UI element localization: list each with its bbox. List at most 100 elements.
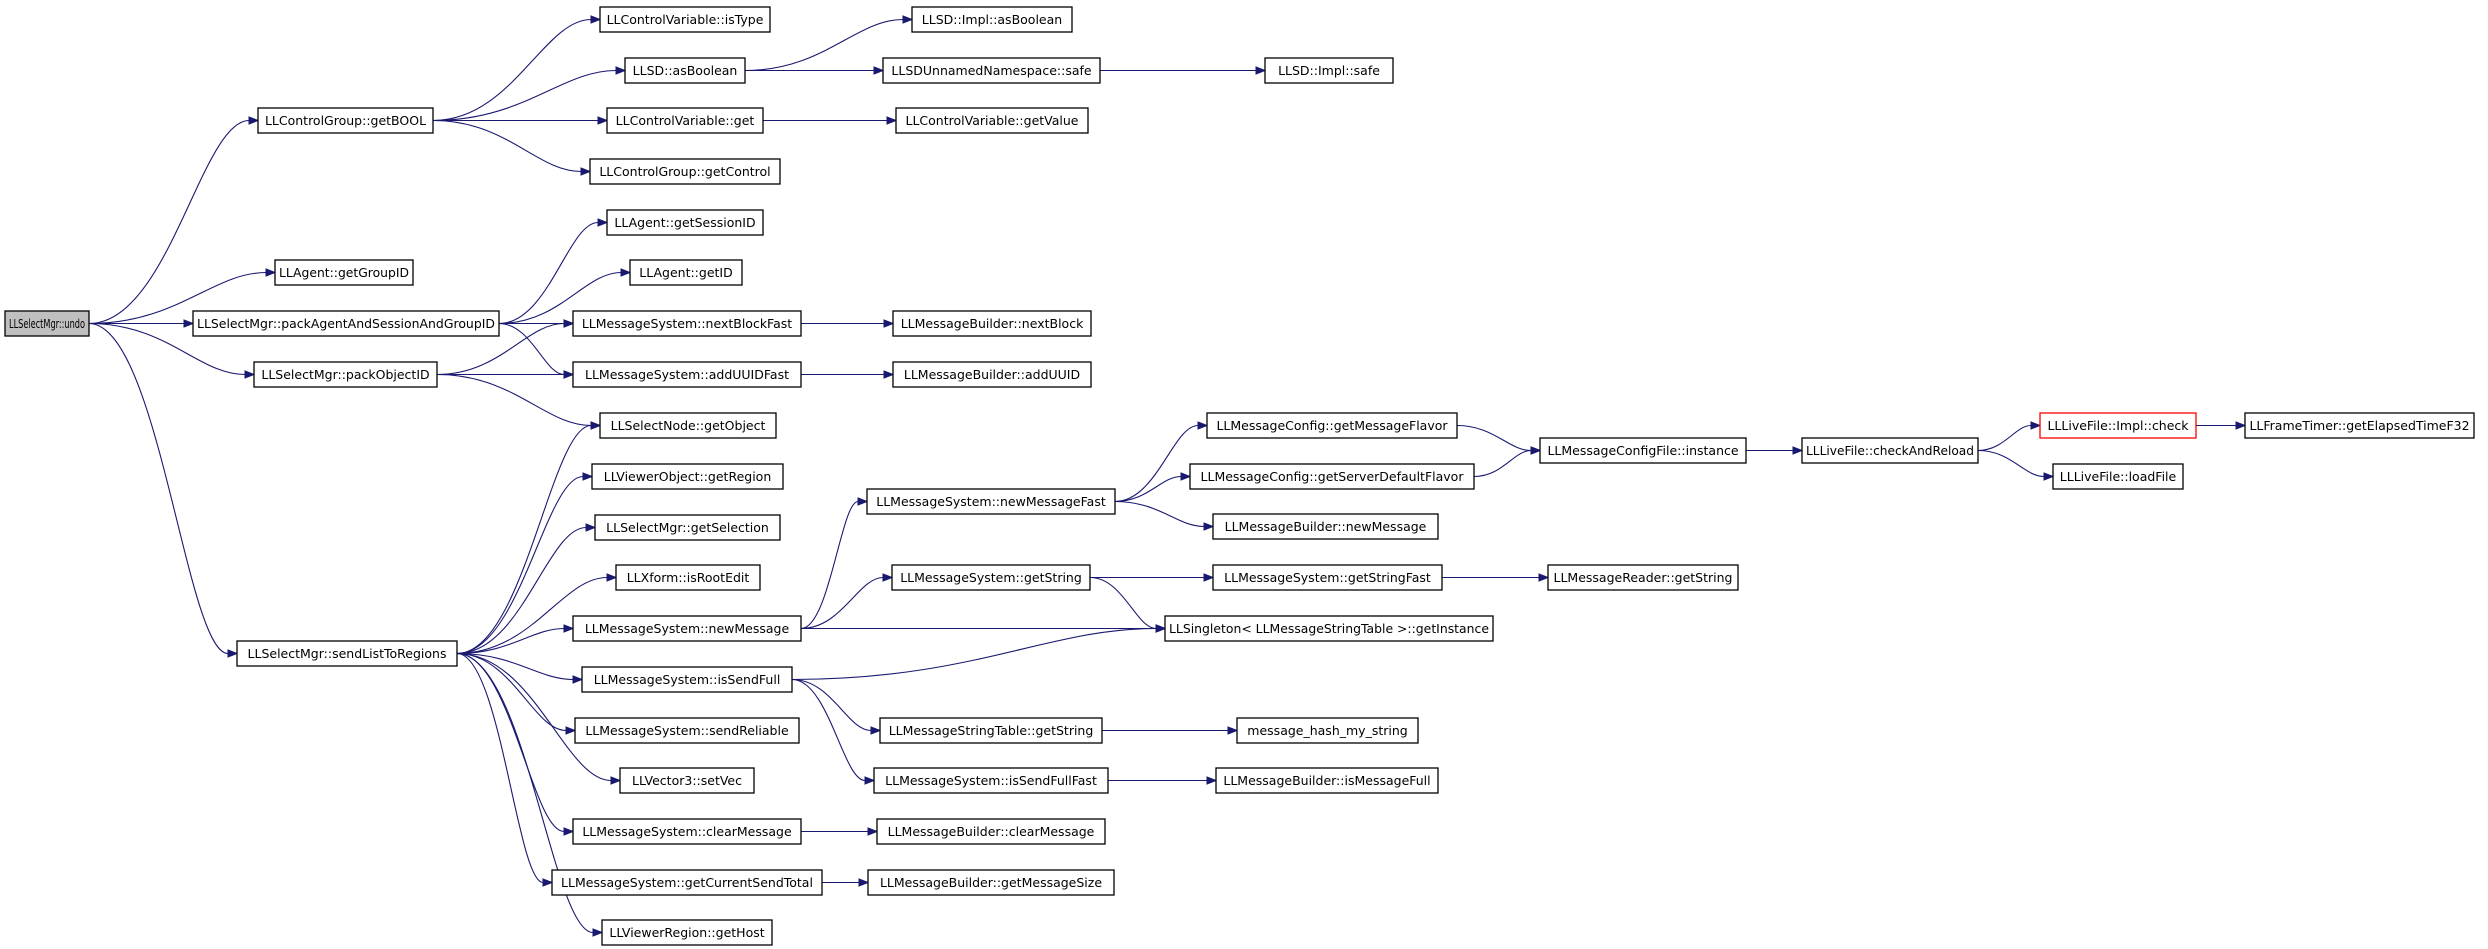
function-node-configFileInstance[interactable]: LLMessageConfigFile::instance (1539, 437, 1747, 464)
node-box (551, 869, 823, 896)
function-node-hashString[interactable]: message_hash_my_string (1236, 717, 1419, 744)
function-node-cvGetValue[interactable]: LLControlVariable::getValue (895, 107, 1089, 134)
function-node-mstGetString[interactable]: LLMessageStringTable::getString (879, 717, 1103, 744)
function-node-sdAsBoolean[interactable]: LLSD::asBoolean (624, 57, 746, 84)
node-label: LLControlGroup::getBOOL (265, 113, 426, 128)
node-box (1215, 767, 1439, 794)
call-edge-msGetString-to-singleton (1089, 576, 1167, 633)
node-box (1801, 437, 1979, 464)
edge-line (1977, 449, 2045, 478)
node-box (892, 310, 1092, 337)
function-node-clearMessage[interactable]: LLMessageSystem::clearMessage (572, 818, 802, 845)
function-node-mbClearMessage[interactable]: LLMessageBuilder::clearMessage (876, 818, 1106, 845)
function-node-newMessage[interactable]: LLMessageSystem::newMessage (572, 615, 802, 642)
node-label: LLViewerObject::getRegion (604, 469, 772, 484)
function-node-packAgent[interactable]: LLSelectMgr::packAgentAndSessionAndGroup… (192, 310, 500, 337)
function-node-getMessageFlavor[interactable]: LLMessageConfig::getMessageFlavor (1206, 412, 1458, 439)
function-node-mbAddUUID[interactable]: LLMessageBuilder::addUUID (892, 361, 1092, 388)
function-node-getCurrentSendTotal[interactable]: LLMessageSystem::getCurrentSendTotal (551, 869, 823, 896)
call-edge-sendList-to-getCurrentSendTotal (456, 652, 554, 887)
edge-line (432, 119, 582, 173)
call-edge-packAgent-to-getSessionID (498, 218, 609, 325)
function-node-getRegion[interactable]: LLViewerObject::getRegion (591, 463, 784, 490)
arrowhead-icon (597, 116, 609, 125)
function-node-sendList[interactable]: LLSelectMgr::sendListToRegions (236, 640, 458, 667)
function-node-mbIsMessageFull[interactable]: LLMessageBuilder::isMessageFull (1215, 767, 1439, 794)
node-box (1212, 513, 1439, 540)
call-edge-sendList-to-isSendFull (456, 652, 584, 684)
node-box (867, 869, 1115, 896)
function-node-implCheck[interactable]: LLLiveFile::Impl::check (2039, 412, 2197, 439)
function-node-msGetString[interactable]: LLMessageSystem::getString (891, 564, 1091, 591)
edge-line (498, 221, 599, 325)
arrowhead-icon (563, 370, 575, 379)
call-edge-getStringFast-to-mrGetString (1441, 573, 1550, 582)
node-box (615, 564, 761, 591)
function-node-getControl[interactable]: LLControlGroup::getControl (589, 158, 781, 185)
node-box (876, 818, 1106, 845)
function-node-mrGetString[interactable]: LLMessageReader::getString (1547, 564, 1739, 591)
function-node-isRootEdit[interactable]: LLXform::isRootEdit (615, 564, 761, 591)
call-edge-sendList-to-getRegion (456, 472, 594, 655)
function-node-getObject[interactable]: LLSelectNode::getObject (599, 412, 777, 439)
edge-line (456, 526, 587, 655)
function-node-implSafe[interactable]: LLSD::Impl::safe (1264, 57, 1394, 84)
node-label: LLMessageBuilder::newMessage (1225, 519, 1427, 534)
function-node-loadFile[interactable]: LLLiveFile::loadFile (2052, 463, 2184, 490)
function-node-addUUIDFast[interactable]: LLMessageSystem::addUUIDFast (572, 361, 802, 388)
edge-line (456, 424, 592, 655)
function-node-packObjectID[interactable]: LLSelectMgr::packObjectID (253, 361, 438, 388)
call-edge-undo-to-sendList (88, 322, 239, 658)
node-label: LLLiveFile::Impl::check (2047, 418, 2189, 433)
function-node-getGroupID[interactable]: LLAgent::getGroupID (274, 259, 414, 286)
edge-line (1473, 449, 1532, 478)
function-node-isSendFull[interactable]: LLMessageSystem::isSendFull (581, 666, 793, 693)
arrowhead-icon (857, 497, 869, 506)
node-label: message_hash_my_string (1247, 723, 1407, 738)
function-node-newMessageFast[interactable]: LLMessageSystem::newMessageFast (866, 488, 1116, 515)
function-node-getSessionID[interactable]: LLAgent::getSessionID (606, 209, 764, 236)
arrowhead-icon (1538, 573, 1550, 582)
function-node-unnamedSafe[interactable]: LLSDUnnamedNamespace::safe (882, 57, 1101, 84)
node-label: LLSingleton< LLMessageStringTable >::get… (1169, 621, 1489, 636)
function-node-nextBlockFast[interactable]: LLMessageSystem::nextBlockFast (572, 310, 802, 337)
arrowhead-icon (227, 649, 239, 658)
arrowhead-icon (902, 15, 914, 24)
function-node-mbNextBlock[interactable]: LLMessageBuilder::nextBlock (892, 310, 1092, 337)
function-node-getElapsedTimeF32[interactable]: LLFrameTimer::getElapsedTimeF32 (2244, 412, 2475, 439)
function-node-getBOOL[interactable]: LLControlGroup::getBOOL (257, 107, 434, 134)
edge-line (498, 322, 565, 376)
function-node-getServerDefaultFlavor[interactable]: LLMessageConfig::getServerDefaultFlavor (1189, 463, 1475, 490)
function-node-sendReliable[interactable]: LLMessageSystem::sendReliable (574, 717, 800, 744)
function-node-mbGetMessageSize[interactable]: LLMessageBuilder::getMessageSize (867, 869, 1115, 896)
function-node-checkAndReload[interactable]: LLLiveFile::checkAndReload (1801, 437, 1979, 464)
function-node-getStringFast[interactable]: LLMessageSystem::getStringFast (1212, 564, 1443, 591)
function-node-undo[interactable]: LLSelectMgr::undo (4, 310, 90, 337)
arrowhead-icon (1155, 624, 1167, 633)
node-box (4, 310, 90, 337)
node-label: LLSelectNode::getObject (611, 418, 766, 433)
node-label: LLMessageBuilder::nextBlock (901, 316, 1084, 331)
function-node-isSendFullFast[interactable]: LLMessageSystem::isSendFullFast (873, 767, 1109, 794)
function-node-isType[interactable]: LLControlVariable::isType (599, 6, 771, 33)
function-node-getSelection[interactable]: LLSelectMgr::getSelection (594, 514, 781, 541)
arrowhead-icon (610, 776, 622, 785)
function-node-agentGetID[interactable]: LLAgent::getID (629, 259, 743, 286)
node-label: LLMessageSystem::newMessage (585, 621, 790, 636)
node-label: LLMessageSystem::isSendFullFast (885, 773, 1097, 788)
function-node-setVec[interactable]: LLVector3::setVec (619, 767, 755, 794)
function-node-singleton[interactable]: LLSingleton< LLMessageStringTable >::get… (1164, 615, 1494, 642)
function-node-cvGet[interactable]: LLControlVariable::get (606, 107, 764, 134)
edge-line (88, 322, 229, 655)
call-edge-checkAndReload-to-loadFile (1977, 449, 2055, 481)
function-node-implAsBoolean[interactable]: LLSD::Impl::asBoolean (911, 6, 1073, 33)
function-node-mbNewMessage[interactable]: LLMessageBuilder::newMessage (1212, 513, 1439, 540)
arrowhead-icon (882, 573, 894, 582)
call-edge-getBOOL-to-cvGet (433, 116, 609, 125)
arrowhead-icon (590, 421, 602, 430)
edge-line (88, 322, 246, 376)
arrowhead-icon (563, 827, 575, 836)
call-edge-packObjectID-to-addUUIDFast (436, 370, 575, 379)
call-edge-unnamedSafe-to-implSafe (1100, 66, 1267, 75)
function-node-getHost[interactable]: LLViewerRegion::getHost (601, 919, 773, 946)
